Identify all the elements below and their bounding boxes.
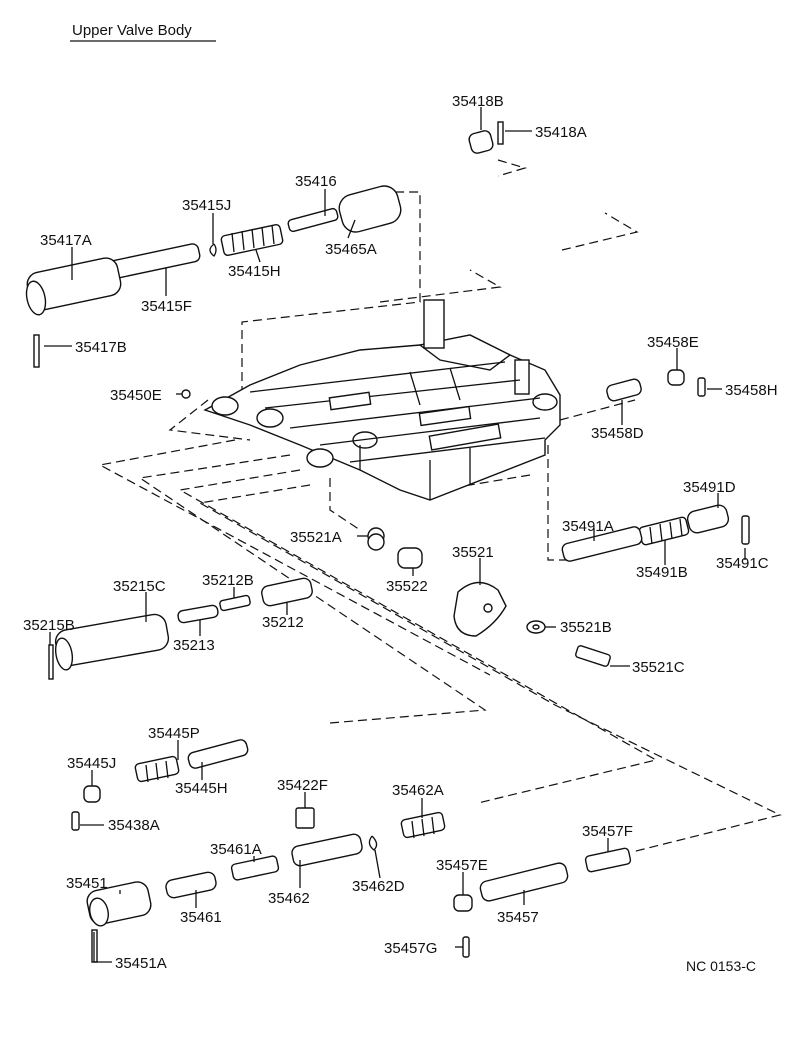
label-35212B: 35212B [202,572,254,589]
label-35458E: 35458E [647,334,699,351]
leader-lines [44,107,746,963]
label-35522: 35522 [386,578,428,595]
part-shapes [25,121,750,963]
guide-lines [98,159,782,853]
label-35445H: 35445H [175,780,228,797]
clip-35415J [209,243,217,257]
label-35458H: 35458H [725,382,778,399]
label-35418B: 35418B [452,93,504,110]
label-35213: 35213 [173,637,215,654]
drawing-code: NC 0153-C [686,958,756,974]
label-35457: 35457 [497,909,539,926]
label-35215C: 35215C [113,578,166,595]
label-35415F: 35415F [141,298,192,315]
diagram-title: Upper Valve Body [72,22,192,39]
label-35465A: 35465A [325,241,377,258]
spring-35445P [134,755,180,783]
label-35491B: 35491B [636,564,688,581]
label-35491C: 35491C [716,555,769,572]
label-35450E: 35450E [110,387,162,404]
label-35415J: 35415J [182,197,231,214]
label-35451: 35451 [66,875,108,892]
plate-35521 [453,581,507,637]
label-35417B: 35417B [75,339,127,356]
label-35457F: 35457F [582,823,633,840]
label-35462: 35462 [268,890,310,907]
label-35417A: 35417A [40,232,92,249]
label-35422F: 35422F [277,777,328,794]
clip-35462D [368,835,378,851]
label-35462A: 35462A [392,782,444,799]
label-35491A: 35491A [562,518,614,535]
label-35212: 35212 [262,614,304,631]
upper-valve-body [203,299,561,501]
label-35462D: 35462D [352,878,405,895]
spring-35415H [220,224,284,256]
label-35418A: 35418A [535,124,587,141]
part-labels: 35418B 35418A 35416 35415J 35417A 35465A… [23,93,778,972]
label-35461: 35461 [180,909,222,926]
label-35491D: 35491D [683,479,736,496]
label-35461A: 35461A [210,841,262,858]
label-35416: 35416 [295,173,337,190]
label-35438A: 35438A [108,817,160,834]
label-35457E: 35457E [436,857,488,874]
label-35451A: 35451A [115,955,167,972]
spring-35462A [400,811,446,839]
spring-35521A [367,527,385,551]
spring-35491B [638,516,690,546]
label-35215B: 35215B [23,617,75,634]
label-35445P: 35445P [148,725,200,742]
label-35521: 35521 [452,544,494,561]
label-35457G: 35457G [384,940,437,957]
label-35521B: 35521B [560,619,612,636]
label-35458D: 35458D [591,425,644,442]
label-35415H: 35415H [228,263,281,280]
label-35521C: 35521C [632,659,685,676]
label-35521A: 35521A [290,529,342,546]
label-35445J: 35445J [67,755,116,772]
